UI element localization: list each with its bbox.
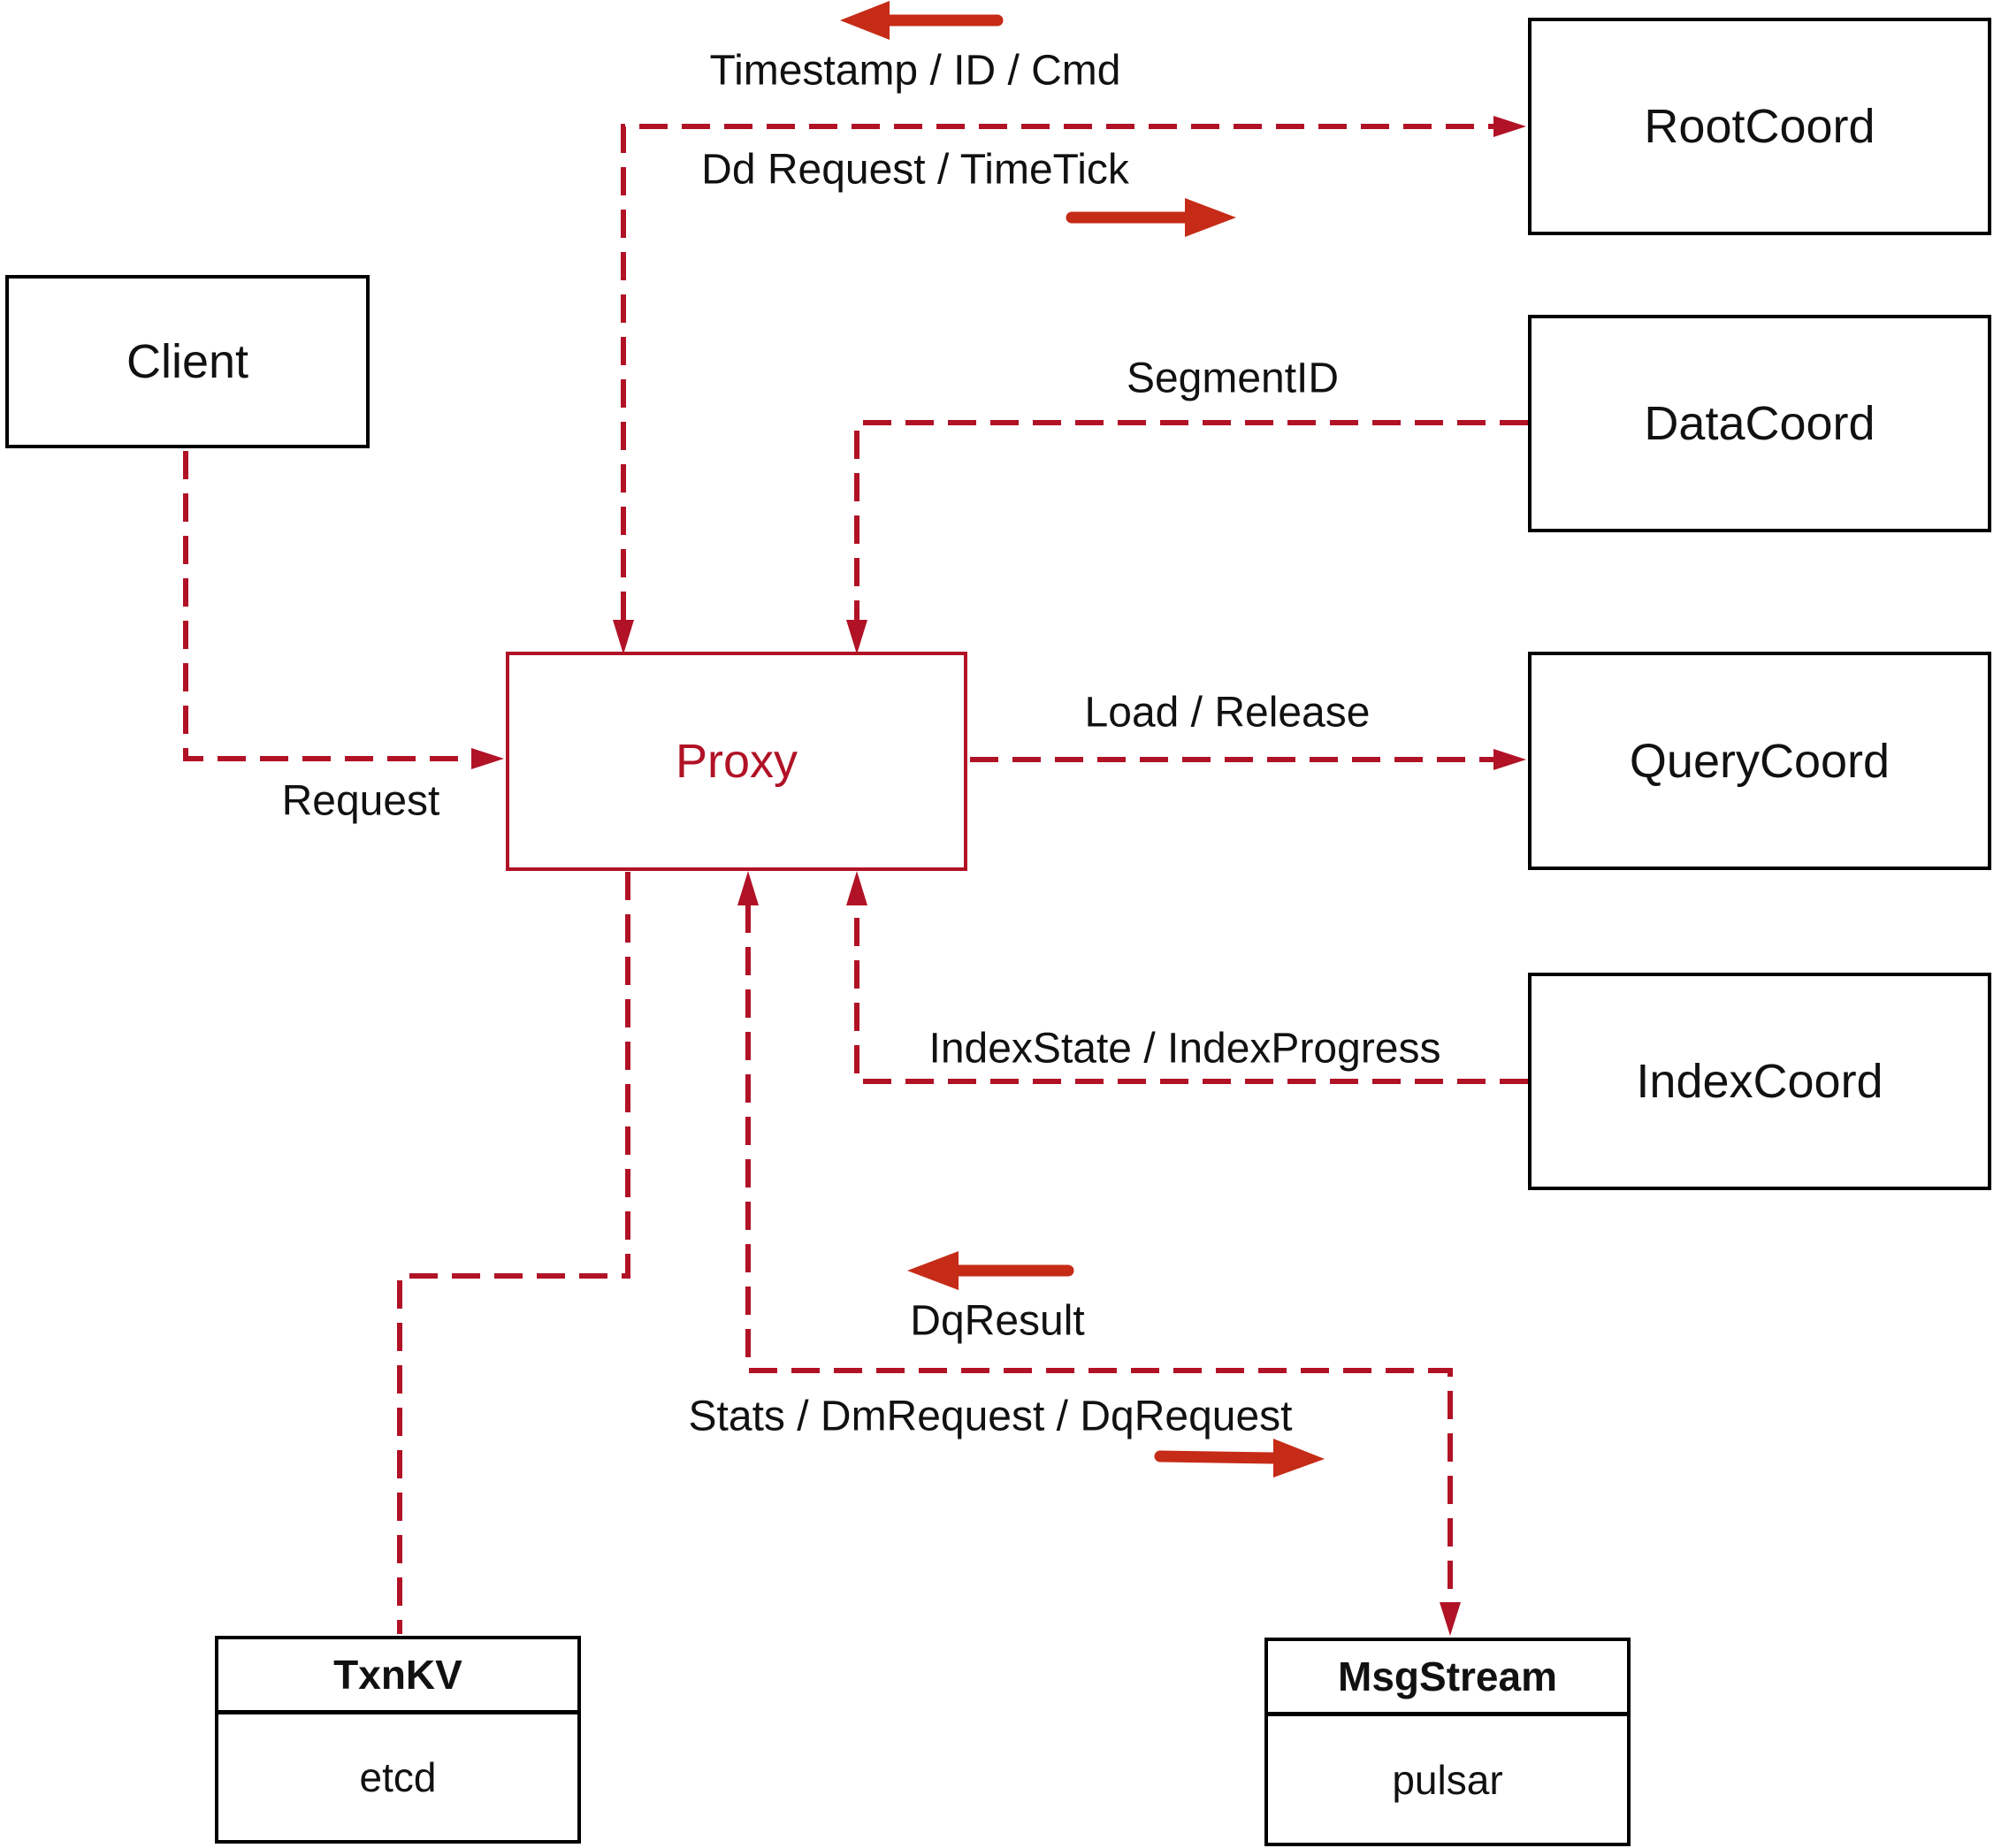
node-txnkv: TxnKV etcd (215, 1636, 581, 1844)
connector-datacoord-proxy (854, 420, 1528, 620)
edge-label-stats-dm-dq: Stats / DmRequest / DqRequest (688, 1393, 1293, 1440)
arrowhead-into-querycoord (1493, 749, 1526, 770)
edge-label-timestamp-id-cmd: Timestamp / ID / Cmd (709, 47, 1121, 95)
edge-label-dq-result: DqResult (910, 1297, 1085, 1345)
node-rootcoord-label: RootCoord (1644, 100, 1875, 153)
node-txnkv-title: TxnKV (218, 1639, 577, 1714)
connector-proxy-txnkv (397, 872, 630, 1634)
edge-label-segment-id: SegmentID (1126, 355, 1340, 402)
connector-proxy-rootcoord (621, 124, 1495, 620)
node-indexcoord: IndexCoord (1528, 973, 1991, 1190)
direction-arrow-right-icon (1066, 198, 1236, 237)
edge-label-load-release: Load / Release (1084, 689, 1371, 737)
node-msgstream-title: MsgStream (1268, 1641, 1627, 1716)
edge-label-dd-request-timetick: Dd Request / TimeTick (701, 146, 1129, 194)
node-proxy: Proxy (506, 652, 967, 871)
connector-client-proxy (183, 451, 472, 761)
connector-proxy-msgstream (745, 905, 1453, 1604)
arrowhead-into-proxy-top-right (846, 620, 867, 654)
arrowhead-into-proxy-bottom-right (846, 871, 867, 905)
direction-arrow-left-dqresult-icon (907, 1251, 1074, 1290)
node-datacoord: DataCoord (1528, 315, 1991, 532)
arrowhead-into-msgstream (1440, 1602, 1461, 1636)
node-indexcoord-label: IndexCoord (1636, 1055, 1883, 1108)
node-datacoord-label: DataCoord (1644, 397, 1875, 450)
edge-label-index-state-progress: IndexState / IndexProgress (928, 1025, 1441, 1073)
node-querycoord: QueryCoord (1528, 652, 1991, 870)
direction-arrow-left-icon (840, 1, 1004, 40)
node-client-label: Client (126, 335, 249, 388)
node-rootcoord: RootCoord (1528, 18, 1991, 235)
node-client: Client (5, 275, 370, 448)
arrowhead-into-rootcoord (1493, 116, 1526, 137)
node-msgstream-impl: pulsar (1392, 1756, 1503, 1803)
node-querycoord-label: QueryCoord (1629, 734, 1891, 788)
node-msgstream: MsgStream pulsar (1264, 1638, 1631, 1846)
node-proxy-label: Proxy (675, 735, 798, 788)
arrowhead-into-proxy-top-left (613, 620, 634, 654)
arrowhead-into-proxy-left (471, 748, 504, 769)
arrowhead-into-proxy-bottom-mid (737, 871, 759, 905)
connector-indexcoord-proxy (854, 905, 1528, 1084)
edge-label-request: Request (281, 777, 440, 825)
node-txnkv-impl: etcd (359, 1754, 437, 1800)
direction-arrow-right-stats-icon (1154, 1439, 1325, 1478)
